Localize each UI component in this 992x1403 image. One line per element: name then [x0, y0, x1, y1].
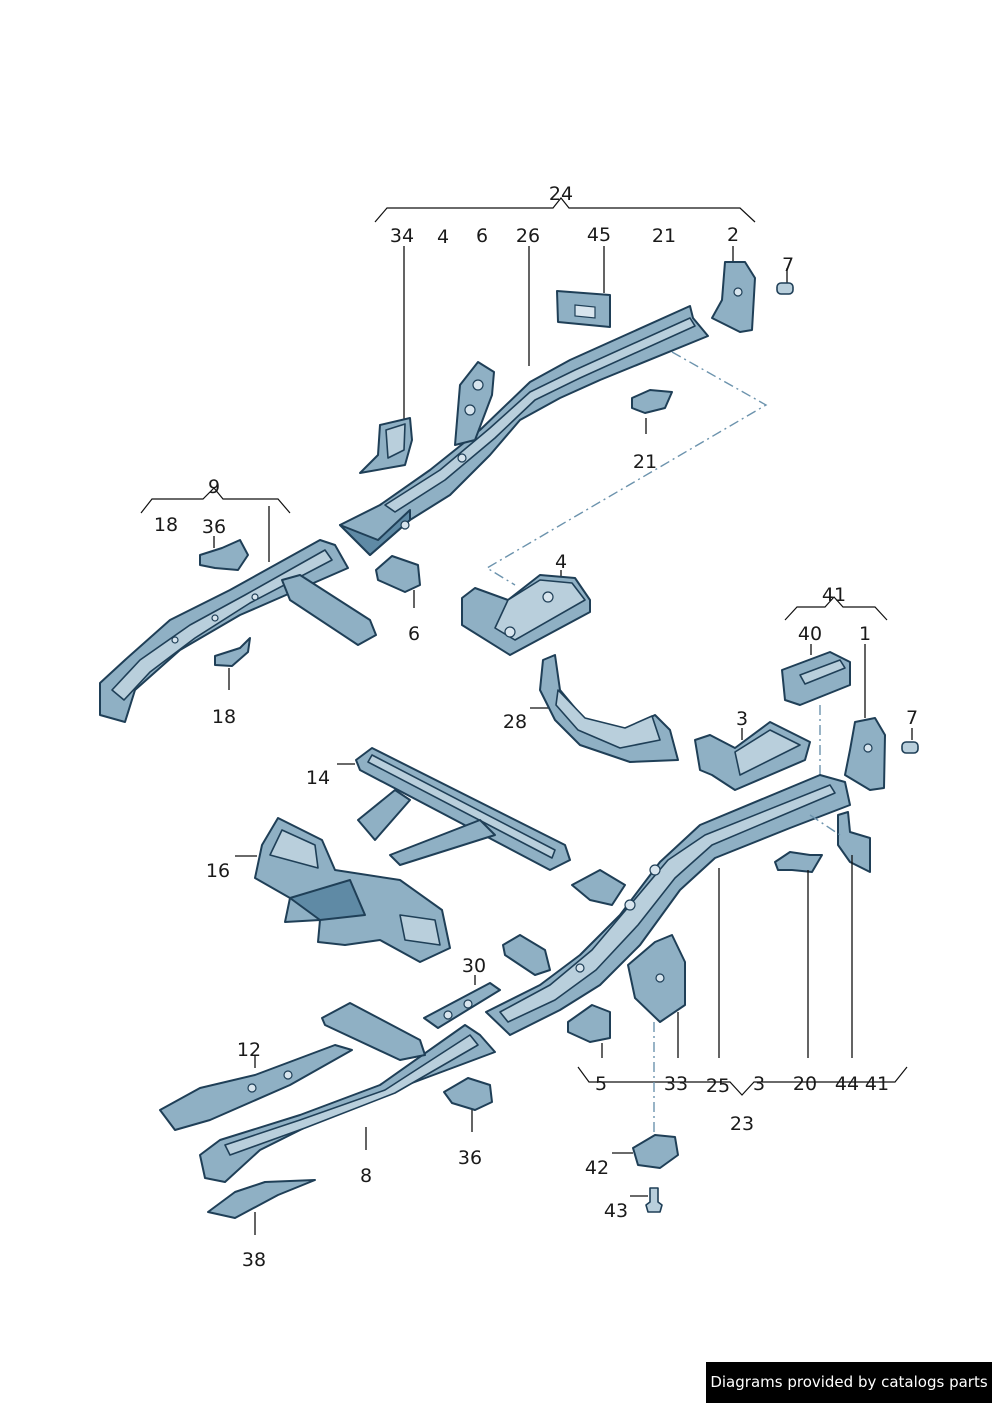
label-3-lower[interactable]: 3: [753, 1073, 765, 1095]
label-38[interactable]: 38: [242, 1249, 266, 1271]
part-34-bracket[interactable]: [359, 417, 413, 474]
label-7[interactable]: 7: [782, 254, 794, 276]
label-16[interactable]: 16: [206, 860, 230, 882]
label-4[interactable]: 4: [437, 226, 449, 248]
label-26[interactable]: 26: [516, 225, 540, 247]
label-42[interactable]: 42: [585, 1157, 609, 1179]
label-1[interactable]: 1: [859, 623, 871, 645]
group-9-callout: 9 18 36 6 18: [140, 476, 420, 728]
label-6-lower[interactable]: 6: [408, 623, 420, 645]
part-43-bolt[interactable]: 43: [604, 1187, 663, 1222]
phantom-line-44: [809, 814, 841, 836]
label-44[interactable]: 44: [835, 1073, 859, 1095]
label-9[interactable]: 9: [208, 476, 220, 498]
label-30[interactable]: 30: [462, 955, 486, 977]
part-5-bracket[interactable]: [567, 1004, 611, 1043]
label-40[interactable]: 40: [798, 623, 822, 645]
part-8-rail[interactable]: 8: [199, 1002, 496, 1187]
label-20[interactable]: 20: [793, 1073, 817, 1095]
label-3[interactable]: 3: [736, 708, 748, 730]
part-25-lower-rail[interactable]: [485, 774, 851, 1036]
label-18[interactable]: 18: [154, 514, 178, 536]
part-18-bracket[interactable]: [214, 637, 251, 667]
part-4-panel[interactable]: 4: [461, 551, 591, 656]
label-34[interactable]: 34: [390, 225, 414, 247]
part-33-bracket[interactable]: [627, 934, 686, 1023]
part-14-crossmember[interactable]: 14: [306, 747, 571, 871]
part-upper-bracket-25[interactable]: [571, 869, 626, 906]
part-12-sill-plate[interactable]: 12: [159, 1039, 353, 1131]
label-36[interactable]: 36: [202, 516, 226, 538]
label-24[interactable]: 24: [549, 183, 573, 205]
label-5[interactable]: 5: [595, 1073, 607, 1095]
label-8[interactable]: 8: [360, 1165, 372, 1187]
part-16-crossmember[interactable]: 16: [206, 817, 451, 963]
group-41-callout: 41 40 1 7: [784, 584, 918, 740]
label-45[interactable]: 45: [587, 224, 611, 246]
phantom-line-upper: [485, 351, 768, 586]
label-36-lower[interactable]: 36: [458, 1147, 482, 1169]
part-44-bracket[interactable]: [837, 811, 871, 873]
part-6-plate[interactable]: [454, 361, 495, 446]
part-small-bracket-left[interactable]: [502, 934, 551, 976]
label-14[interactable]: 14: [306, 767, 330, 789]
part-7-bushing-lower[interactable]: [901, 741, 919, 754]
part-36-mount-lower[interactable]: 36: [443, 1077, 493, 1169]
group-24-callout: 24 34 4 6 26 45 21 2 7 21: [374, 183, 794, 473]
part-30-plate[interactable]: 30: [423, 955, 501, 1029]
label-4-panel[interactable]: 4: [555, 551, 567, 573]
label-28[interactable]: 28: [503, 711, 527, 733]
part-42-mount[interactable]: 42: [585, 1134, 679, 1179]
part-21-clip[interactable]: [631, 389, 673, 414]
part-45-bracket[interactable]: [556, 290, 611, 328]
part-40-channel[interactable]: [781, 651, 851, 706]
credit-banner: Diagrams provided by catalogs parts: [706, 1362, 992, 1403]
label-21-lower[interactable]: 21: [633, 451, 657, 473]
part-36-mount-upper[interactable]: [199, 539, 249, 571]
part-20-clip[interactable]: [774, 851, 823, 873]
label-25[interactable]: 25: [706, 1075, 730, 1097]
label-33[interactable]: 33: [664, 1073, 688, 1095]
bracket-24: [374, 197, 756, 223]
label-18-lower[interactable]: 18: [212, 706, 236, 728]
label-12[interactable]: 12: [237, 1039, 261, 1061]
label-2[interactable]: 2: [727, 224, 739, 246]
label-21[interactable]: 21: [652, 225, 676, 247]
label-23[interactable]: 23: [730, 1113, 754, 1135]
part-3-panel[interactable]: 3: [694, 708, 811, 791]
part-1-bracket[interactable]: [844, 717, 886, 791]
part-2-bracket[interactable]: [711, 261, 756, 333]
label-7-lower[interactable]: 7: [906, 707, 918, 729]
group-23-callout: 5 33 25 3 20 44 41 23: [577, 855, 908, 1135]
part-9-rear-rail[interactable]: [99, 539, 377, 723]
label-43[interactable]: 43: [604, 1200, 628, 1222]
part-7-bushing[interactable]: [776, 282, 794, 295]
part-6-bracket-lower[interactable]: [375, 555, 421, 593]
part-28-wheelarch[interactable]: 28: [503, 654, 679, 763]
part-38-reinforcement[interactable]: 38: [207, 1179, 316, 1271]
label-41[interactable]: 41: [822, 584, 846, 606]
label-41-lower[interactable]: 41: [865, 1073, 889, 1095]
label-6[interactable]: 6: [476, 225, 488, 247]
